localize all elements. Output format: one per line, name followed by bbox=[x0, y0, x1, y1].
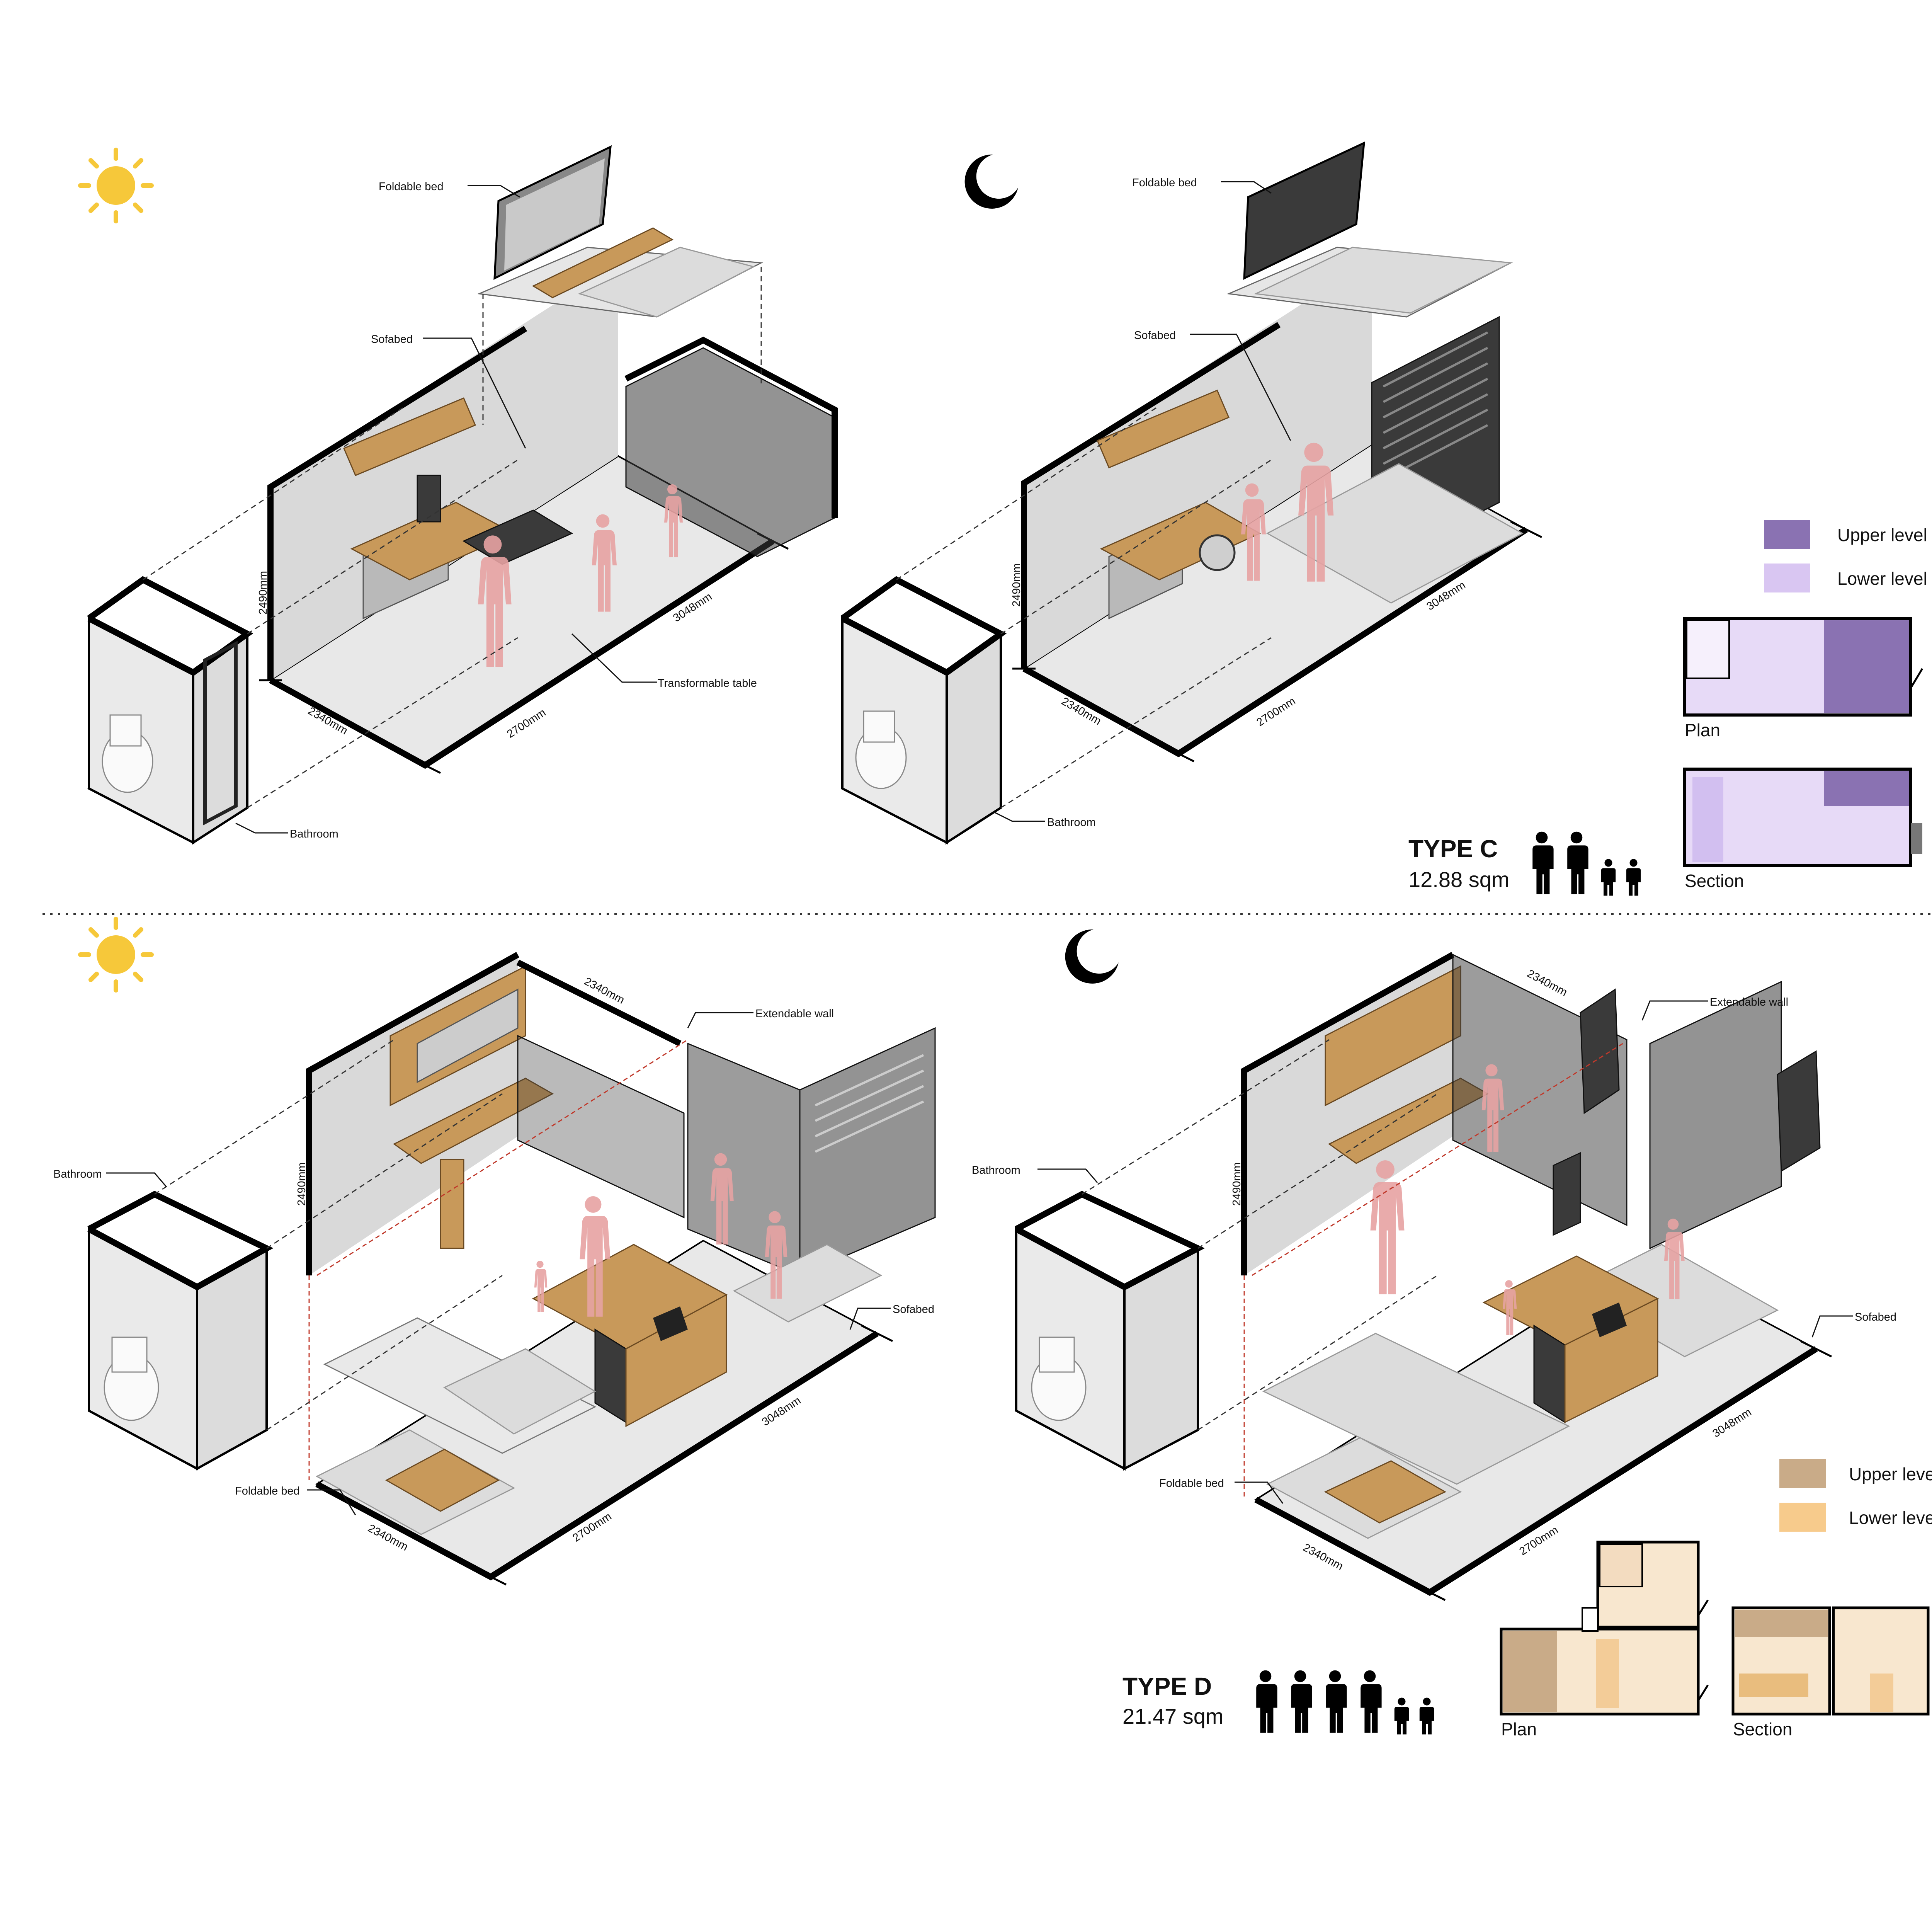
svg-text:Sofabed: Sofabed bbox=[1855, 1311, 1896, 1323]
svg-text:Transformable table: Transformable table bbox=[658, 677, 757, 690]
child-icon bbox=[1394, 1697, 1409, 1735]
type-d-day-isometric: Bathroom Extendable wall Sofabed Foldabl… bbox=[53, 917, 936, 1586]
child-icon bbox=[1601, 859, 1616, 896]
type-d-title-block: TYPE D 21.47 sqm bbox=[1122, 1670, 1434, 1735]
label-foldable-bed-d-day: Foldable bed bbox=[235, 1485, 356, 1515]
legend-label-lower-d: Lower level bbox=[1849, 1508, 1932, 1528]
adult-icon bbox=[1532, 831, 1554, 894]
child-icon bbox=[1419, 1697, 1434, 1735]
type-c-area: 12.88 sqm bbox=[1408, 867, 1510, 892]
svg-text:Foldable bed: Foldable bed bbox=[1132, 177, 1197, 189]
label-sofabed-d-day: Sofabed bbox=[849, 1303, 934, 1330]
svg-text:Foldable bed: Foldable bed bbox=[235, 1485, 300, 1497]
legend-swatch-upper-c bbox=[1764, 520, 1810, 549]
svg-text:Extendable wall: Extendable wall bbox=[755, 1008, 834, 1020]
label-extendable-wall-d-night: Extendable wall bbox=[1641, 996, 1788, 1021]
sun-icon bbox=[78, 148, 154, 223]
label-transformable-table: Transformable table bbox=[571, 633, 757, 690]
type-d-legend: Upper level Lower level bbox=[1779, 1459, 1932, 1532]
label-foldable-bed-c-day: Foldable bed bbox=[379, 180, 520, 198]
moon-icon bbox=[964, 154, 1018, 209]
type-c-plan-label: Plan bbox=[1685, 720, 1720, 740]
legend-swatch-lower-c bbox=[1764, 564, 1810, 592]
dim-depth-d-day-top: 2340mm bbox=[582, 975, 627, 1006]
adult-icon bbox=[1361, 1670, 1382, 1733]
dim-height-c-day: 2490mm bbox=[257, 571, 269, 615]
type-c-day-isometric: Foldable bed Sofabed Transformable table… bbox=[78, 145, 838, 845]
label-bathroom-d-night: Bathroom bbox=[972, 1164, 1098, 1183]
type-d-occupants bbox=[1256, 1670, 1434, 1735]
svg-text:Bathroom: Bathroom bbox=[1047, 816, 1096, 829]
type-c-plan-drawing: Plan bbox=[1683, 617, 1923, 740]
svg-text:Foldable bed: Foldable bed bbox=[1159, 1477, 1224, 1490]
dim-height-d-day: 2490mm bbox=[296, 1162, 308, 1206]
label-sofabed-c-day: Sofabed bbox=[371, 333, 526, 449]
type-d-section-label: Section bbox=[1733, 1719, 1792, 1739]
svg-text:Bathroom: Bathroom bbox=[290, 828, 338, 840]
label-foldable-bed-d-night: Foldable bed bbox=[1159, 1477, 1284, 1504]
type-d-section-drawing: Section bbox=[1731, 1606, 1930, 1739]
svg-text:Bathroom: Bathroom bbox=[972, 1164, 1020, 1176]
sun-icon bbox=[78, 917, 154, 993]
type-c-section-label: Section bbox=[1685, 871, 1744, 891]
svg-text:Sofabed: Sofabed bbox=[1134, 329, 1176, 342]
adult-icon bbox=[1291, 1670, 1312, 1733]
dim-height-c-night: 2490mm bbox=[1010, 563, 1023, 607]
label-sofabed-c-night: Sofabed bbox=[1134, 329, 1291, 441]
label-extendable-wall-d-day: Extendable wall bbox=[687, 1008, 834, 1028]
moon-icon bbox=[1065, 929, 1119, 984]
legend-swatch-lower-d bbox=[1779, 1503, 1826, 1532]
adult-icon bbox=[1256, 1670, 1277, 1733]
label-sofabed-d-night: Sofabed bbox=[1811, 1311, 1896, 1338]
svg-text:Sofabed: Sofabed bbox=[371, 333, 413, 346]
type-c-section-drawing: Section bbox=[1683, 768, 1922, 891]
legend-label-upper-d: Upper level bbox=[1849, 1464, 1932, 1484]
legend-swatch-upper-d bbox=[1779, 1459, 1826, 1488]
label-bathroom-d-day: Bathroom bbox=[53, 1168, 167, 1187]
legend-label-upper-c: Upper level bbox=[1837, 525, 1927, 545]
label-bathroom-c-day: Bathroom bbox=[235, 822, 338, 840]
type-c-occupants bbox=[1532, 831, 1641, 896]
type-c-title: TYPE C bbox=[1408, 835, 1498, 863]
type-d-plan-drawing: Plan bbox=[1500, 1541, 1709, 1739]
label-bathroom-c-night: Bathroom bbox=[993, 811, 1096, 829]
type-c-night-isometric: Foldable bed Sofabed Bathroom 2490mm 234… bbox=[840, 141, 1543, 845]
type-c-legend: Upper level Lower level bbox=[1764, 520, 1927, 592]
adult-icon bbox=[1567, 831, 1588, 894]
type-d-night-isometric: Bathroom Extendable wall Sofabed Foldabl… bbox=[972, 929, 1896, 1601]
svg-text:Sofabed: Sofabed bbox=[893, 1303, 934, 1316]
legend-label-lower-c: Lower level bbox=[1837, 569, 1927, 589]
type-d-title: TYPE D bbox=[1122, 1672, 1212, 1700]
type-c-title-block: TYPE C 12.88 sqm bbox=[1408, 831, 1641, 896]
type-d-area: 21.47 sqm bbox=[1122, 1704, 1224, 1728]
svg-text:Bathroom: Bathroom bbox=[53, 1168, 102, 1180]
dim-height-d-night: 2490mm bbox=[1231, 1162, 1243, 1206]
svg-text:Extendable wall: Extendable wall bbox=[1710, 996, 1788, 1008]
svg-text:Foldable bed: Foldable bed bbox=[379, 180, 444, 193]
adult-icon bbox=[1326, 1670, 1347, 1733]
child-icon bbox=[1626, 859, 1641, 896]
label-foldable-bed-c-night: Foldable bed bbox=[1132, 177, 1272, 194]
type-d-plan-label: Plan bbox=[1501, 1719, 1537, 1739]
